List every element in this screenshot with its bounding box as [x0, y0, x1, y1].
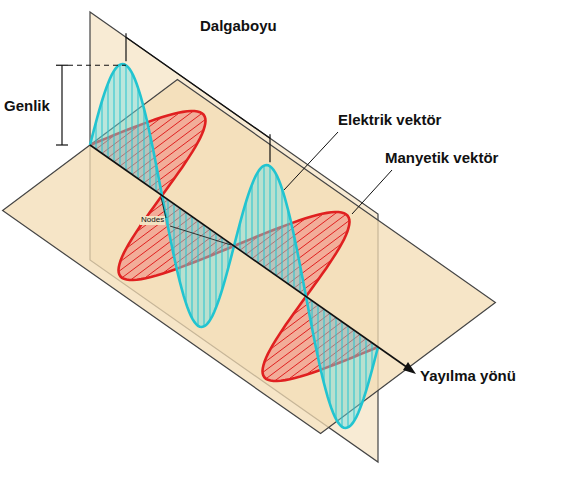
electric-lobe-hatch: [336, 318, 337, 419]
wavelength-bracket: [126, 37, 270, 138]
electric-lobe-fill: [234, 165, 306, 297]
electric-lobe-hatch: [108, 83, 109, 157]
part-label: Elektrik vektör: [338, 112, 441, 129]
electric-lobe-hatch: [354, 330, 355, 421]
electric-lobe-hatch: [198, 221, 199, 326]
electric-lobe-curve: [90, 64, 162, 196]
electric-lobe-hatch: [216, 233, 217, 307]
electric-lobe-hatch: [258, 172, 259, 263]
amplitude-dash: [68, 65, 126, 66]
electric-lobe-hatch: [126, 65, 127, 170]
electric-lobe-hatch: [342, 322, 343, 427]
amplitude-tick: [56, 65, 68, 66]
electric-lobe-hatch: [222, 238, 223, 291]
part-label: Manyetik vektör: [385, 150, 498, 167]
part-label: Dalgaboyu: [200, 18, 277, 35]
propagation-axis: [90, 145, 408, 368]
amplitude-bracket: [61, 65, 62, 145]
electric-lobe-fill: [162, 196, 234, 328]
electric-lobe-hatch: [132, 73, 133, 174]
electric-lobe-hatch: [144, 109, 145, 183]
leader-line: [352, 170, 392, 214]
electric-lobe-hatch: [288, 210, 289, 284]
electric-lobe-hatch: [252, 184, 253, 258]
electric-lobe-hatch: [120, 65, 121, 166]
electric-lobe-hatch: [210, 229, 211, 320]
electric-lobe-hatch: [276, 174, 277, 275]
amplitude-tick: [56, 144, 68, 145]
electric-lobe-hatch: [366, 339, 367, 392]
electric-lobe-hatch: [324, 309, 325, 383]
electric-lobe-hatch: [348, 326, 349, 427]
electric-lobe-curve: [306, 297, 378, 429]
electric-lobe-fill: [306, 297, 378, 429]
electric-lobe-hatch: [264, 166, 265, 267]
leader-line: [284, 132, 338, 190]
electric-lobe-hatch: [204, 225, 205, 326]
part-label: Genlik: [4, 98, 50, 115]
electric-lobe-hatch: [186, 212, 187, 303]
node-label: Nodes: [140, 216, 165, 225]
electric-lobe-hatch: [282, 189, 283, 280]
electric-lobe-hatch: [102, 101, 103, 154]
electric-lobe-hatch: [114, 71, 115, 162]
electric-lobe-hatch: [192, 217, 193, 318]
leader-line: [170, 226, 231, 245]
electric-lobe-hatch: [330, 313, 331, 404]
electric-lobe-hatch: [246, 202, 247, 255]
electric-lobe-curve: [234, 165, 306, 297]
electric-lobe-curve: [162, 196, 234, 328]
electric-lobe-hatch: [180, 208, 181, 282]
electric-lobe-hatch: [138, 88, 139, 179]
electric-lobe-fill: [90, 64, 162, 196]
leader-line: [161, 198, 166, 219]
electric-lobe-hatch: [360, 334, 361, 408]
propagation-arrowhead: [403, 362, 416, 374]
part-label: Yayılma yönü: [420, 368, 516, 385]
electric-lobe-hatch: [270, 166, 271, 271]
